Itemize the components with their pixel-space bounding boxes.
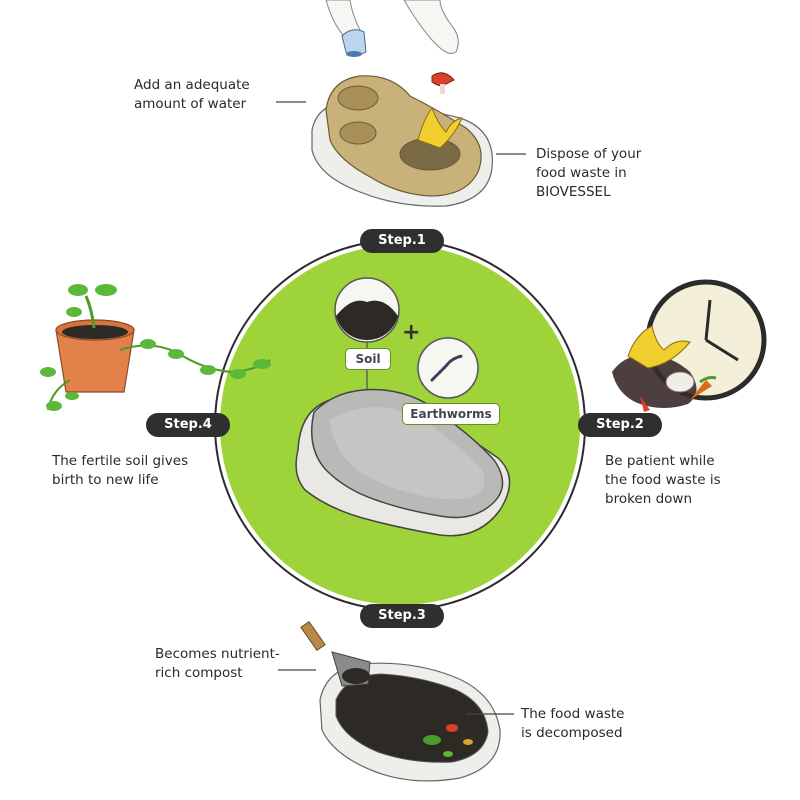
caption-line: amount of water bbox=[134, 96, 247, 112]
caption-patient: Be patient while the food waste is broke… bbox=[605, 452, 721, 509]
caption-compost: Becomes nutrient- rich compost bbox=[155, 645, 280, 683]
caption-dispose: Dispose of your food waste in BIOVESSEL bbox=[536, 145, 641, 202]
step1-badge: Step.1 bbox=[360, 229, 444, 253]
step3-illustration bbox=[300, 620, 501, 782]
caption-line: rich compost bbox=[155, 665, 243, 681]
caption-line: The food waste bbox=[521, 706, 625, 722]
step4-badge: Step.4 bbox=[146, 413, 230, 437]
caption-decomposed: The food waste is decomposed bbox=[521, 705, 624, 743]
caption-line: Add an adequate bbox=[134, 77, 250, 93]
step1-illustration bbox=[311, 0, 493, 207]
caption-fertile: The fertile soil gives birth to new life bbox=[52, 452, 188, 490]
caption-line: Becomes nutrient- bbox=[155, 646, 280, 662]
caption-line: Be patient while bbox=[605, 453, 715, 469]
soil-label: Soil bbox=[345, 348, 391, 370]
caption-line: food waste in bbox=[536, 165, 627, 181]
step3-badge: Step.3 bbox=[360, 604, 444, 628]
step2-illustration bbox=[612, 279, 767, 412]
center-vessel-illustration bbox=[295, 388, 511, 537]
step4-illustration bbox=[40, 284, 271, 411]
step2-badge: Step.2 bbox=[578, 413, 662, 437]
caption-line: The fertile soil gives bbox=[52, 453, 189, 469]
caption-line: the food waste is bbox=[605, 472, 721, 488]
earthworm-icon bbox=[417, 337, 479, 399]
caption-line: broken down bbox=[605, 491, 692, 507]
caption-line: Dispose of your bbox=[536, 146, 642, 162]
caption-line: BIOVESSEL bbox=[536, 184, 611, 200]
plus-sign: + bbox=[402, 320, 421, 345]
earthworms-label: Earthworms bbox=[402, 403, 500, 425]
soil-icon bbox=[334, 277, 400, 343]
caption-add-water: Add an adequate amount of water bbox=[134, 76, 250, 114]
caption-line: is decomposed bbox=[521, 725, 623, 741]
caption-line: birth to new life bbox=[52, 472, 159, 488]
